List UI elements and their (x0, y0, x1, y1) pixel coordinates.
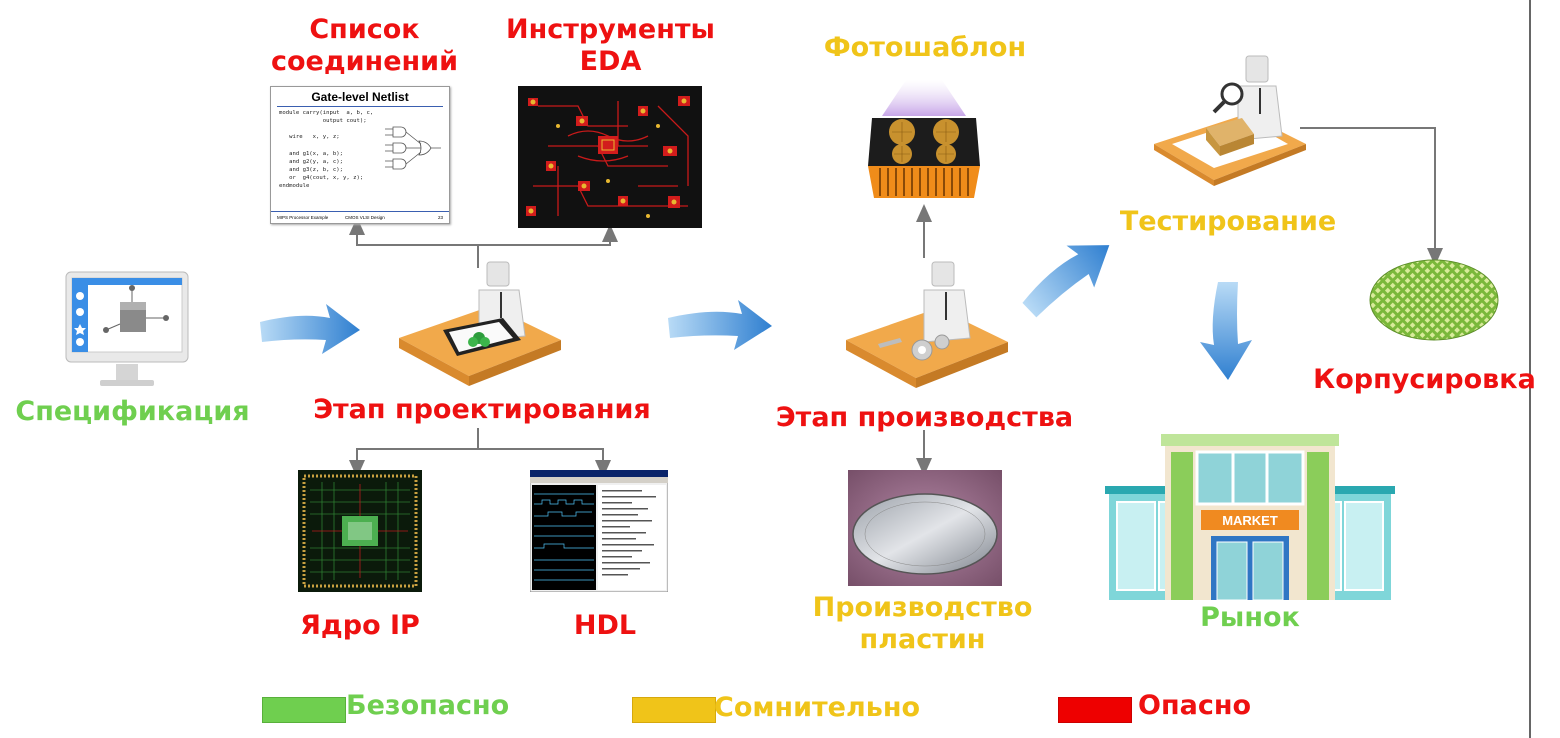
design-stage-person-icon (395, 258, 565, 398)
flow-arrow-production-testing (1022, 245, 1110, 318)
hdl-software-window-image (529, 469, 669, 593)
testing-inspector-icon (1150, 52, 1310, 202)
label-design-stage: Этап проектирования (313, 394, 651, 425)
flow-arrow-spec-design (260, 304, 360, 354)
label-ip-core: Ядро IP (300, 610, 420, 641)
netlist-footer-mid: CMOS VLSI Design (345, 215, 385, 220)
label-netlist: Список соединений (270, 14, 459, 77)
label-specification: Спецификация (15, 396, 250, 427)
legend-label-danger: Опасно (1138, 690, 1252, 721)
flow-arrow-design-production (668, 300, 772, 350)
ip-core-chip-image (298, 470, 422, 592)
label-photomask: Фотошаблон (823, 32, 1027, 63)
netlist-footer-left: MIPS Processor Example (277, 215, 329, 220)
label-packaging: Корпусировка (1313, 364, 1536, 395)
label-hdl: HDL (573, 610, 637, 641)
wire-design-up-eda (478, 224, 618, 246)
netlist-doc-title: Gate-level Netlist (311, 90, 409, 104)
legend-swatch-doubtful (632, 697, 716, 723)
label-production-stage: Этап производства (775, 402, 1074, 433)
photomask-icon (862, 80, 986, 206)
legend-swatch-safe (262, 697, 346, 723)
label-eda-tools: Инструменты EDA (506, 14, 715, 77)
packaging-mesh-icon (1368, 258, 1500, 342)
label-market: Рынок (1200, 602, 1300, 633)
wafer-photo (848, 470, 1002, 586)
market-sign-text: MARKET (1222, 513, 1278, 528)
label-wafer-production: Производство пластин (812, 592, 1033, 655)
label-testing: Тестирование (1119, 206, 1337, 237)
production-stage-person-icon (842, 258, 1012, 398)
legend-label-safe: Безопасно (346, 690, 510, 721)
netlist-code: module carry(input a, b, c, output cout)… (279, 110, 374, 189)
wire-design-up (349, 217, 479, 268)
legend-label-doubtful: Сомнительно (714, 692, 921, 723)
netlist-footer-right: 23 (437, 215, 443, 220)
spec-monitor-icon (62, 268, 192, 398)
netlist-document: Gate-level Netlist module carry(input a,… (270, 86, 450, 224)
wire-test-pack (1300, 127, 1443, 266)
legend-swatch-danger (1058, 697, 1132, 723)
wire-design-down (349, 428, 479, 478)
wire-design-down-hdl (478, 448, 611, 478)
eda-pcb-image (518, 86, 702, 228)
flow-arrow-testing-market (1200, 282, 1252, 380)
market-building-icon: MARKET (1105, 430, 1395, 601)
netlist-gates-icon (385, 126, 441, 170)
